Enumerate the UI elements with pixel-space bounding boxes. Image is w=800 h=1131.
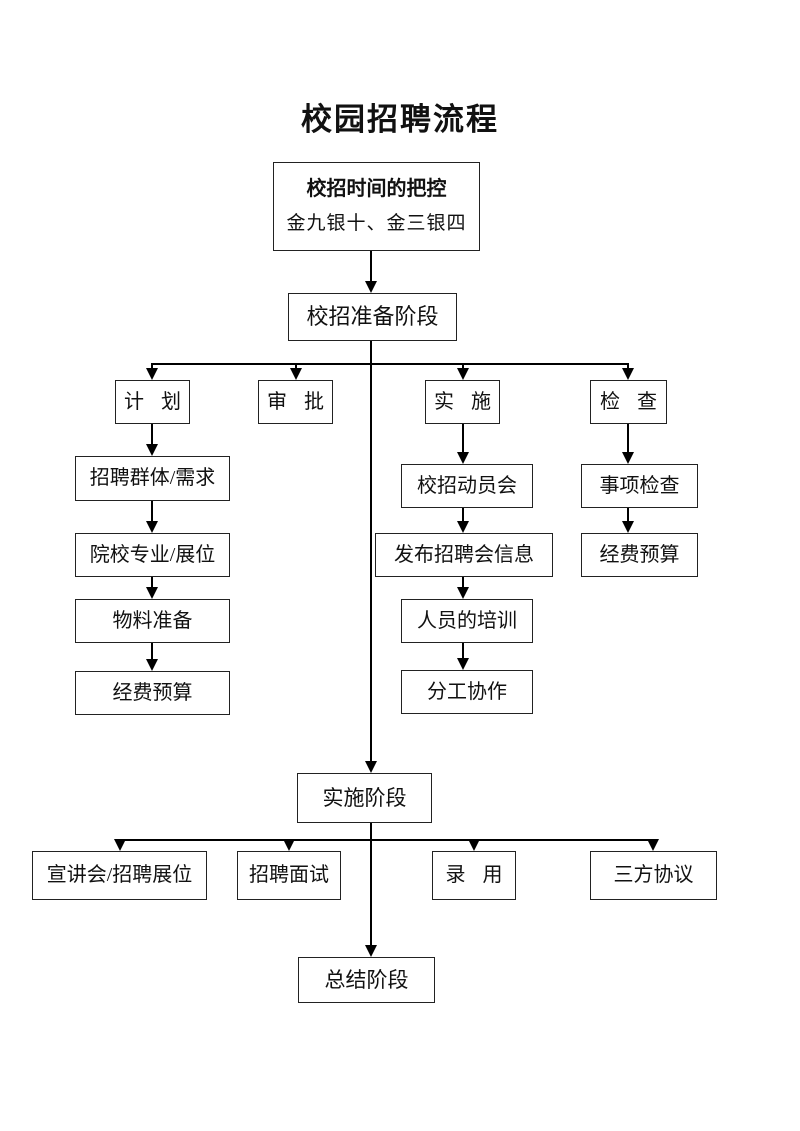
arrowhead-icon <box>457 658 469 670</box>
connector <box>462 508 464 522</box>
node-implement-step: 分工协作 <box>401 670 533 714</box>
arrowhead-icon <box>468 839 480 851</box>
arrowhead-icon <box>647 839 659 851</box>
arrowhead-icon <box>146 444 158 456</box>
node-approve-header: 审 批 <box>258 380 333 424</box>
node-plan-step: 经费预算 <box>75 671 230 715</box>
connector-stub <box>462 363 464 370</box>
arrowhead-icon <box>365 281 377 293</box>
node-label: 经费预算 <box>599 543 680 566</box>
node-impl-branch: 招聘面试 <box>237 851 341 900</box>
connector-stub <box>151 363 153 370</box>
connector-timing-prep <box>370 251 372 282</box>
connector <box>462 424 464 453</box>
node-implement-step: 校招动员会 <box>401 464 533 508</box>
connector-branch-line-bottom <box>119 839 654 841</box>
node-label: 分工协作 <box>427 680 507 703</box>
arrowhead-icon <box>622 521 634 533</box>
arrowhead-icon <box>365 761 377 773</box>
node-implement-label: 实 施 <box>434 390 491 413</box>
node-approve-label: 审 批 <box>267 390 324 413</box>
arrowhead-icon <box>283 839 295 851</box>
arrowhead-icon <box>365 945 377 957</box>
node-plan-header: 计 划 <box>115 380 190 424</box>
arrowhead-icon <box>457 587 469 599</box>
node-impl-branch: 录 用 <box>432 851 516 900</box>
node-check-label: 检 查 <box>600 390 657 413</box>
connector-stub <box>627 363 629 370</box>
node-prep-stage: 校招准备阶段 <box>288 293 457 341</box>
node-label: 三方协议 <box>613 864 694 886</box>
node-label: 院校专业/展位 <box>89 543 216 566</box>
connector <box>462 643 464 659</box>
arrowhead-icon <box>457 521 469 533</box>
node-timing-title: 校招时间的把控 <box>306 178 447 201</box>
arrowhead-icon <box>622 368 634 380</box>
node-label: 校招动员会 <box>417 474 517 497</box>
node-implement-step: 人员的培训 <box>401 599 533 643</box>
connector <box>151 424 153 445</box>
node-impl-branch: 三方协议 <box>590 851 717 900</box>
node-label: 发布招聘会信息 <box>394 543 534 566</box>
connector-trunk-bottom <box>370 823 372 945</box>
arrowhead-icon <box>146 368 158 380</box>
node-prep-stage-label: 校招准备阶段 <box>306 304 439 330</box>
arrowhead-icon <box>457 452 469 464</box>
arrowhead-icon <box>146 587 158 599</box>
connector-stub <box>295 363 297 370</box>
arrowhead-icon <box>290 368 302 380</box>
node-timing: 校招时间的把控 金九银十、金三银四 <box>273 162 480 251</box>
node-impl-stage: 实施阶段 <box>297 773 432 823</box>
node-label: 人员的培训 <box>417 609 517 632</box>
node-label: 宣讲会/招聘展位 <box>46 864 193 886</box>
node-summary-stage: 总结阶段 <box>298 957 435 1003</box>
page-title: 校园招聘流程 <box>301 102 499 137</box>
node-implement-step: 发布招聘会信息 <box>375 533 553 577</box>
connector <box>151 643 153 660</box>
connector <box>462 577 464 588</box>
node-plan-step: 物料准备 <box>75 599 230 643</box>
node-label: 物料准备 <box>112 609 193 632</box>
arrowhead-icon <box>622 452 634 464</box>
node-plan-label: 计 划 <box>124 390 181 413</box>
node-impl-branch: 宣讲会/招聘展位 <box>32 851 207 900</box>
arrowhead-icon <box>457 368 469 380</box>
connector <box>151 577 153 588</box>
node-check-step: 经费预算 <box>581 533 698 577</box>
node-plan-step: 招聘群体/需求 <box>75 456 230 501</box>
connector <box>627 424 629 453</box>
node-label: 录 用 <box>445 864 503 886</box>
node-check-header: 检 查 <box>590 380 667 424</box>
node-check-step: 事项检查 <box>581 464 698 508</box>
node-label: 招聘面试 <box>249 864 329 886</box>
connector <box>151 501 153 522</box>
arrowhead-icon <box>146 659 158 671</box>
node-label: 招聘群体/需求 <box>89 467 216 489</box>
connector-trunk-top <box>370 341 372 761</box>
node-implement-header: 实 施 <box>425 380 500 424</box>
arrowhead-icon <box>146 521 158 533</box>
node-plan-step: 院校专业/展位 <box>75 533 230 577</box>
connector-branch-line-top <box>152 363 629 365</box>
node-timing-subtitle: 金九银十、金三银四 <box>286 213 467 235</box>
node-summary-stage-label: 总结阶段 <box>324 967 409 992</box>
node-impl-stage-label: 实施阶段 <box>322 785 407 810</box>
node-label: 事项检查 <box>599 474 680 497</box>
node-label: 经费预算 <box>112 681 193 704</box>
connector <box>627 508 629 522</box>
arrowhead-icon <box>114 839 126 851</box>
